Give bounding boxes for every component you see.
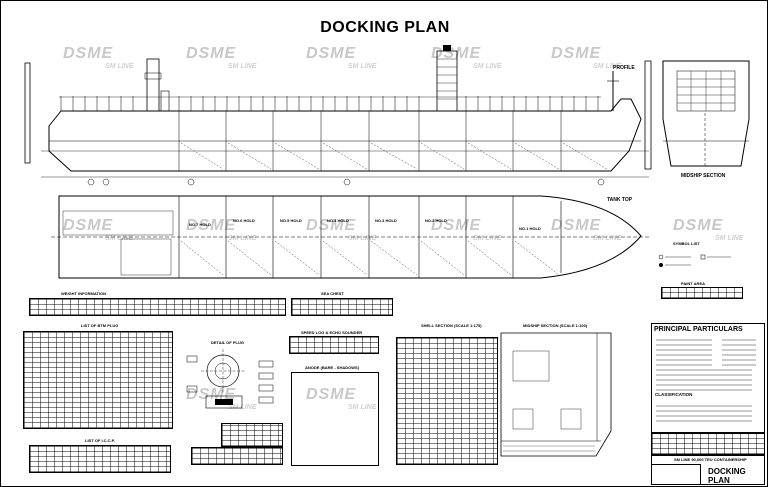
paint-area-table xyxy=(661,287,743,299)
hold-label: NO.6 HOLD xyxy=(233,218,255,223)
symbol-list-title: SYMBOL LIST xyxy=(673,241,700,246)
hold-label: NO.5 HOLD xyxy=(280,218,302,223)
title-block: SM LINE 90,000 TEU CONTAINERSHIP DOCKING… xyxy=(651,455,765,485)
shell-section-grid xyxy=(396,337,498,465)
iccp-table xyxy=(29,445,171,473)
sea-chest-title: SEA CHEST xyxy=(321,291,344,296)
profile-label: PROFILE xyxy=(613,65,635,71)
paint-area-title: PAINT AREA xyxy=(681,281,705,286)
hold-label: NO.2 HOLD xyxy=(425,218,447,223)
title-block-name: DOCKING PLAN xyxy=(708,467,746,485)
principal-particulars-lines xyxy=(656,339,756,422)
btm-plug-title: LIST OF BTM PLUG xyxy=(81,323,119,328)
btm-plug-table xyxy=(23,331,173,429)
plug-detail-table xyxy=(221,423,283,447)
classification-title: CLASSIFICATION xyxy=(655,392,693,397)
weight-info-title: WEIGHT INFORMATION xyxy=(61,291,107,296)
shell-section-title: SHELL SECTION (SCALE 1:175) xyxy=(421,323,482,328)
title-block-project: SM LINE 90,000 TEU CONTAINERSHIP xyxy=(674,457,747,462)
speed-log-table xyxy=(289,336,379,354)
principal-particulars-box: PRINCIPAL PARTICULARS CLASSIFICATION xyxy=(651,323,765,433)
anode-table xyxy=(291,372,379,466)
hold-label: NO.7 HOLD xyxy=(189,222,211,227)
sea-chest-table xyxy=(291,298,393,316)
weight-info-table xyxy=(29,298,286,316)
principal-particulars-title: PRINCIPAL PARTICULARS xyxy=(654,326,743,333)
midship-section-label: MIDSHIP SECTION xyxy=(681,173,726,179)
revision-table xyxy=(651,433,765,455)
plug-note-table xyxy=(191,447,283,465)
hold-label: NO.1 HOLD xyxy=(519,226,541,231)
hold-label: NO.4 HOLD xyxy=(327,218,349,223)
anode-title: ANODE (BARE - SHADOWS) xyxy=(305,365,359,370)
hold-label: NO.3 HOLD xyxy=(375,218,397,223)
title-block-logo-cell xyxy=(652,464,701,484)
tank-top-label: TANK TOP xyxy=(607,197,633,203)
midship-detail-title: MIDSHIP SECTION (SCALE 1:100) xyxy=(523,323,588,328)
drawing-title: DOCKING PLAN xyxy=(320,19,450,36)
speed-log-title: SPEED LOG & ECHO SOUNDER xyxy=(301,330,363,335)
detail-plug-title: DETAIL OF PLUG xyxy=(211,340,244,345)
iccp-title: LIST OF I.C.C.P. xyxy=(85,438,115,443)
